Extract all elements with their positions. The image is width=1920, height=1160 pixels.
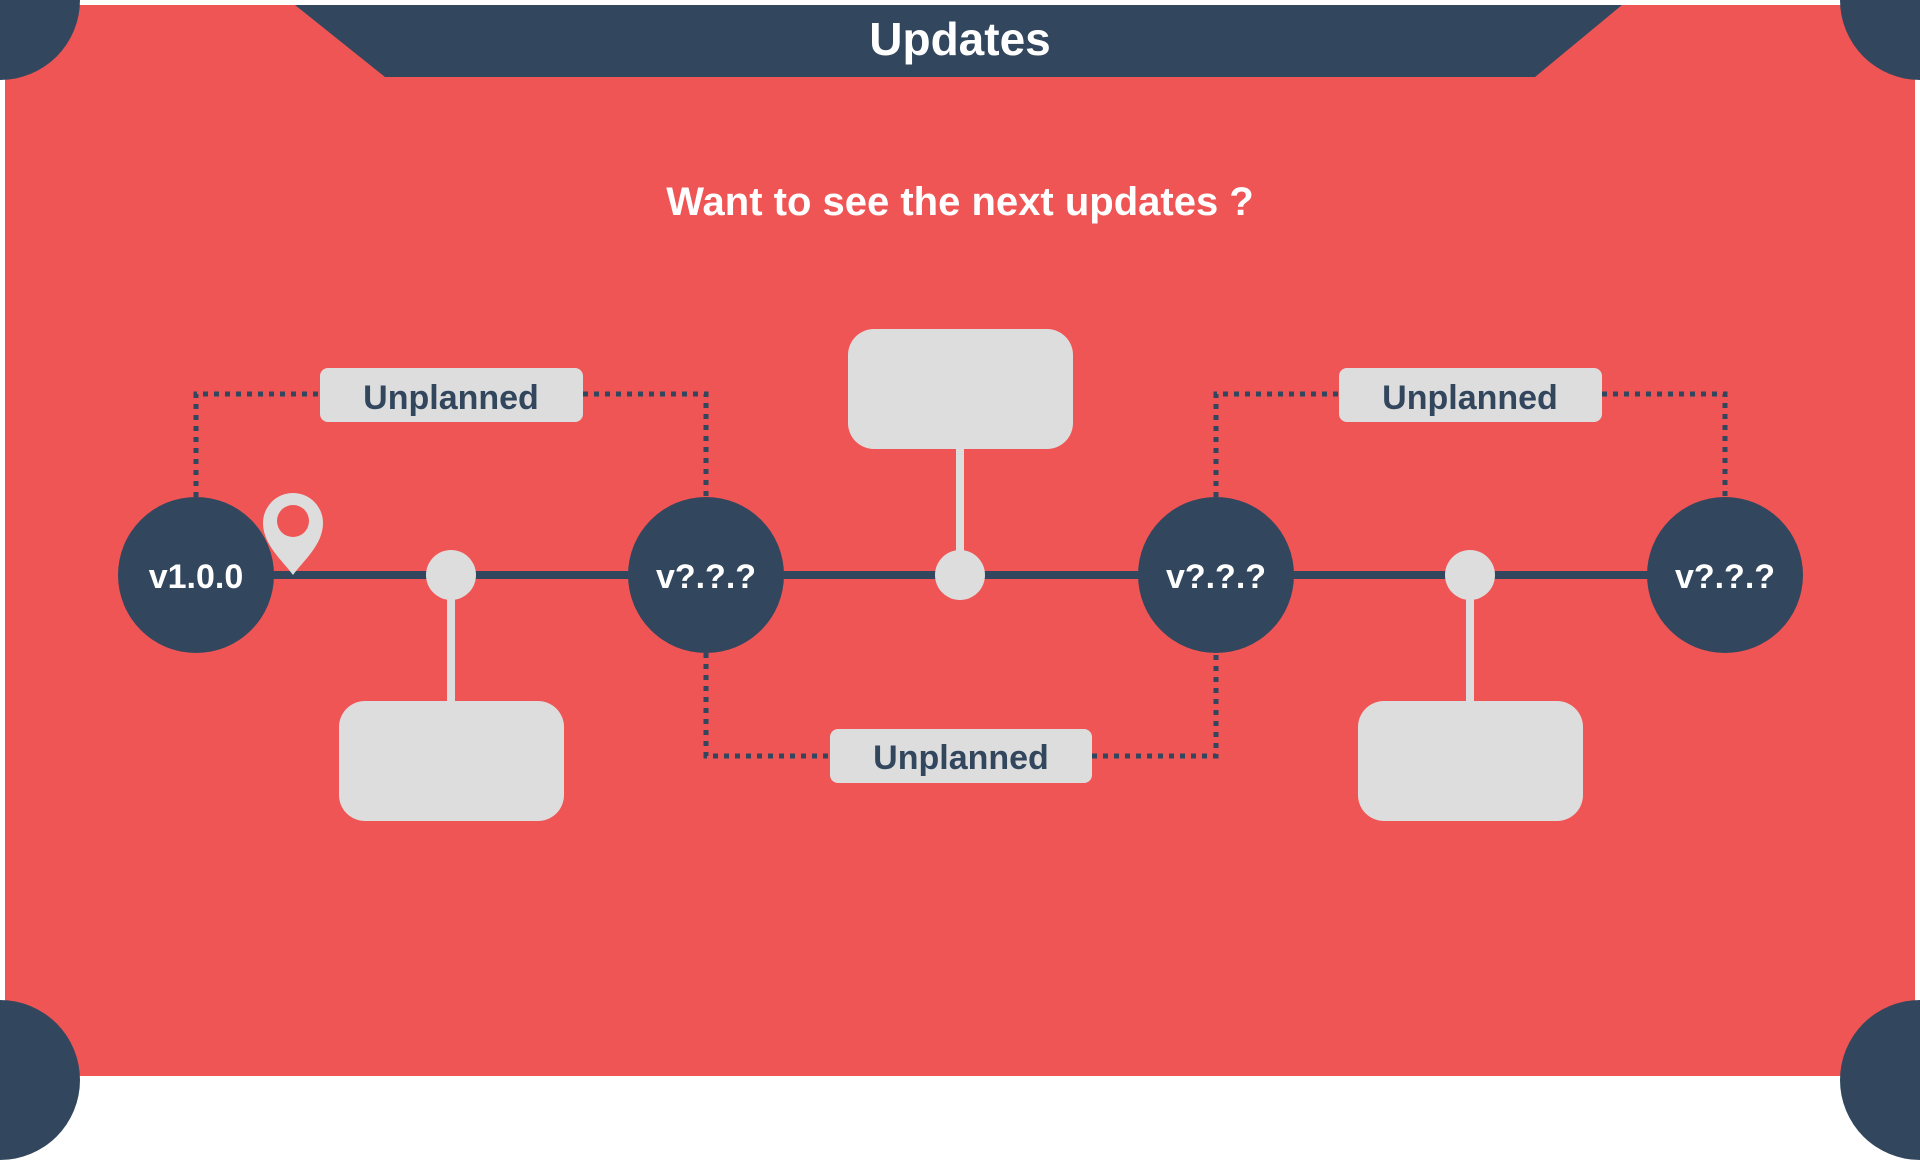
timeline-diagram: Unplanned Unplanned Unplanned v1.0.0 v?.… bbox=[118, 329, 1803, 821]
note-card bbox=[1358, 701, 1583, 821]
phase-tag: Unplanned bbox=[1339, 368, 1602, 422]
version-node: v?.?.? bbox=[628, 497, 784, 653]
phase-status-label: Unplanned bbox=[873, 739, 1049, 777]
version-label: v?.?.? bbox=[1166, 558, 1266, 596]
subtitle: Want to see the next updates ? bbox=[666, 180, 1254, 224]
phase-2-connector bbox=[703, 653, 1219, 759]
phase-1-connector bbox=[193, 391, 709, 497]
version-label: v?.?.? bbox=[656, 558, 756, 596]
version-label: v?.?.? bbox=[1675, 558, 1775, 596]
phase-tag: Unplanned bbox=[830, 729, 1092, 783]
phase-status-label: Unplanned bbox=[363, 379, 539, 417]
version-node: v?.?.? bbox=[1647, 497, 1803, 653]
map-pin-icon bbox=[263, 493, 323, 575]
phase-tag: Unplanned bbox=[320, 368, 583, 422]
note-card bbox=[339, 701, 564, 821]
version-label: v1.0.0 bbox=[149, 558, 244, 596]
note-card bbox=[848, 329, 1073, 449]
milestone-dot bbox=[1445, 550, 1495, 600]
phase-status-label: Unplanned bbox=[1382, 379, 1558, 417]
header-banner bbox=[295, 5, 1622, 77]
page-title: Updates bbox=[869, 13, 1051, 65]
milestone-dot bbox=[426, 550, 476, 600]
phase-3-connector bbox=[1213, 391, 1728, 497]
version-node: v?.?.? bbox=[1138, 497, 1294, 653]
version-node: v1.0.0 bbox=[118, 497, 274, 653]
milestone-dot bbox=[935, 550, 985, 600]
